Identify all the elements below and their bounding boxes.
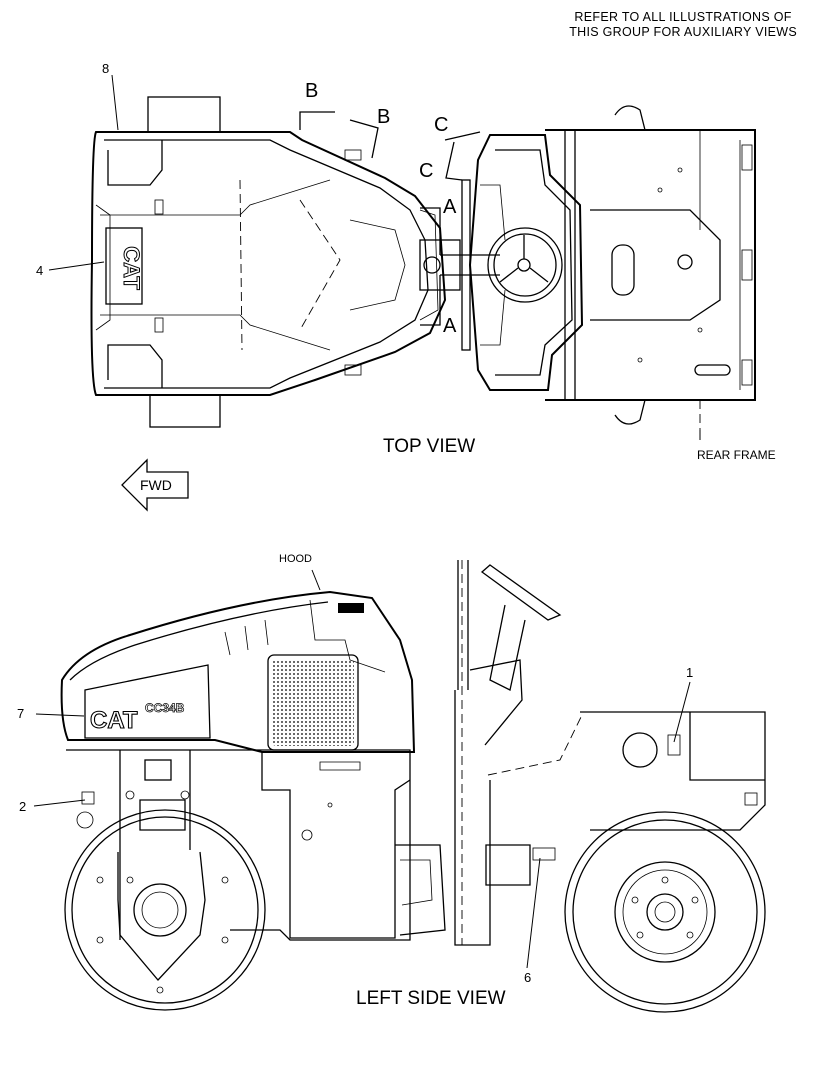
callout-4: 4 (36, 263, 44, 278)
reference-note: REFER TO ALL ILLUSTRATIONS OF THIS GROUP… (569, 10, 797, 40)
leader-item1 (673, 681, 691, 743)
cat-decal-top-view: CAT (105, 227, 145, 305)
callout-7: 7 (17, 706, 25, 721)
hood-side (60, 590, 416, 753)
fwd-label: FWD (140, 477, 172, 493)
model-text-side: CC34B (145, 701, 185, 715)
section-label-a1: A (443, 196, 457, 218)
front-frame-top (90, 96, 447, 428)
section-label-c1: C (434, 114, 449, 136)
leader-item7 (35, 713, 85, 717)
section-label-b2: B (377, 106, 391, 128)
radiator-mesh (272, 659, 354, 746)
hood-label: HOOD (279, 553, 312, 565)
leader-item8 (111, 74, 119, 131)
cat-model-decal-side: CAT CC34B (84, 664, 211, 739)
fwd-arrow-icon (121, 458, 189, 512)
leader-item6 (526, 857, 541, 969)
leader-item2 (33, 799, 86, 807)
top-view-drawing: CAT (48, 74, 756, 440)
callout-6: 6 (524, 970, 532, 985)
rear-tire-side (564, 811, 766, 1013)
cat-logo-text-top: CAT (119, 246, 144, 290)
front-drum-side (64, 749, 411, 1011)
callout-2: 2 (19, 799, 27, 814)
reference-note-line1: REFER TO ALL ILLUSTRATIONS OF (574, 10, 792, 24)
callout-1: 1 (686, 665, 694, 680)
section-label-a2: A (443, 315, 457, 337)
section-label-c2: C (419, 160, 434, 182)
hood-vent (338, 603, 364, 613)
rear-frame-top (545, 105, 756, 430)
rear-frame-label: REAR FRAME (697, 448, 776, 462)
cat-logo-text-side: CAT (90, 707, 138, 734)
steering-column-side (457, 560, 562, 746)
engine-body-side (261, 752, 446, 939)
leader-item4 (48, 261, 105, 271)
callout-8: 8 (102, 61, 110, 76)
left-side-view-drawing: CAT CC34B (33, 560, 766, 1013)
top-view-title: TOP VIEW (383, 436, 476, 457)
left-side-view-title: LEFT SIDE VIEW (356, 988, 506, 1009)
leader-hood (311, 569, 321, 591)
operator-platform-top (468, 134, 584, 391)
rear-frame-side (454, 560, 766, 946)
section-indicators (299, 111, 481, 326)
section-label-b1: B (305, 80, 319, 102)
reference-note-line2: THIS GROUP FOR AUXILIARY VIEWS (569, 25, 797, 39)
